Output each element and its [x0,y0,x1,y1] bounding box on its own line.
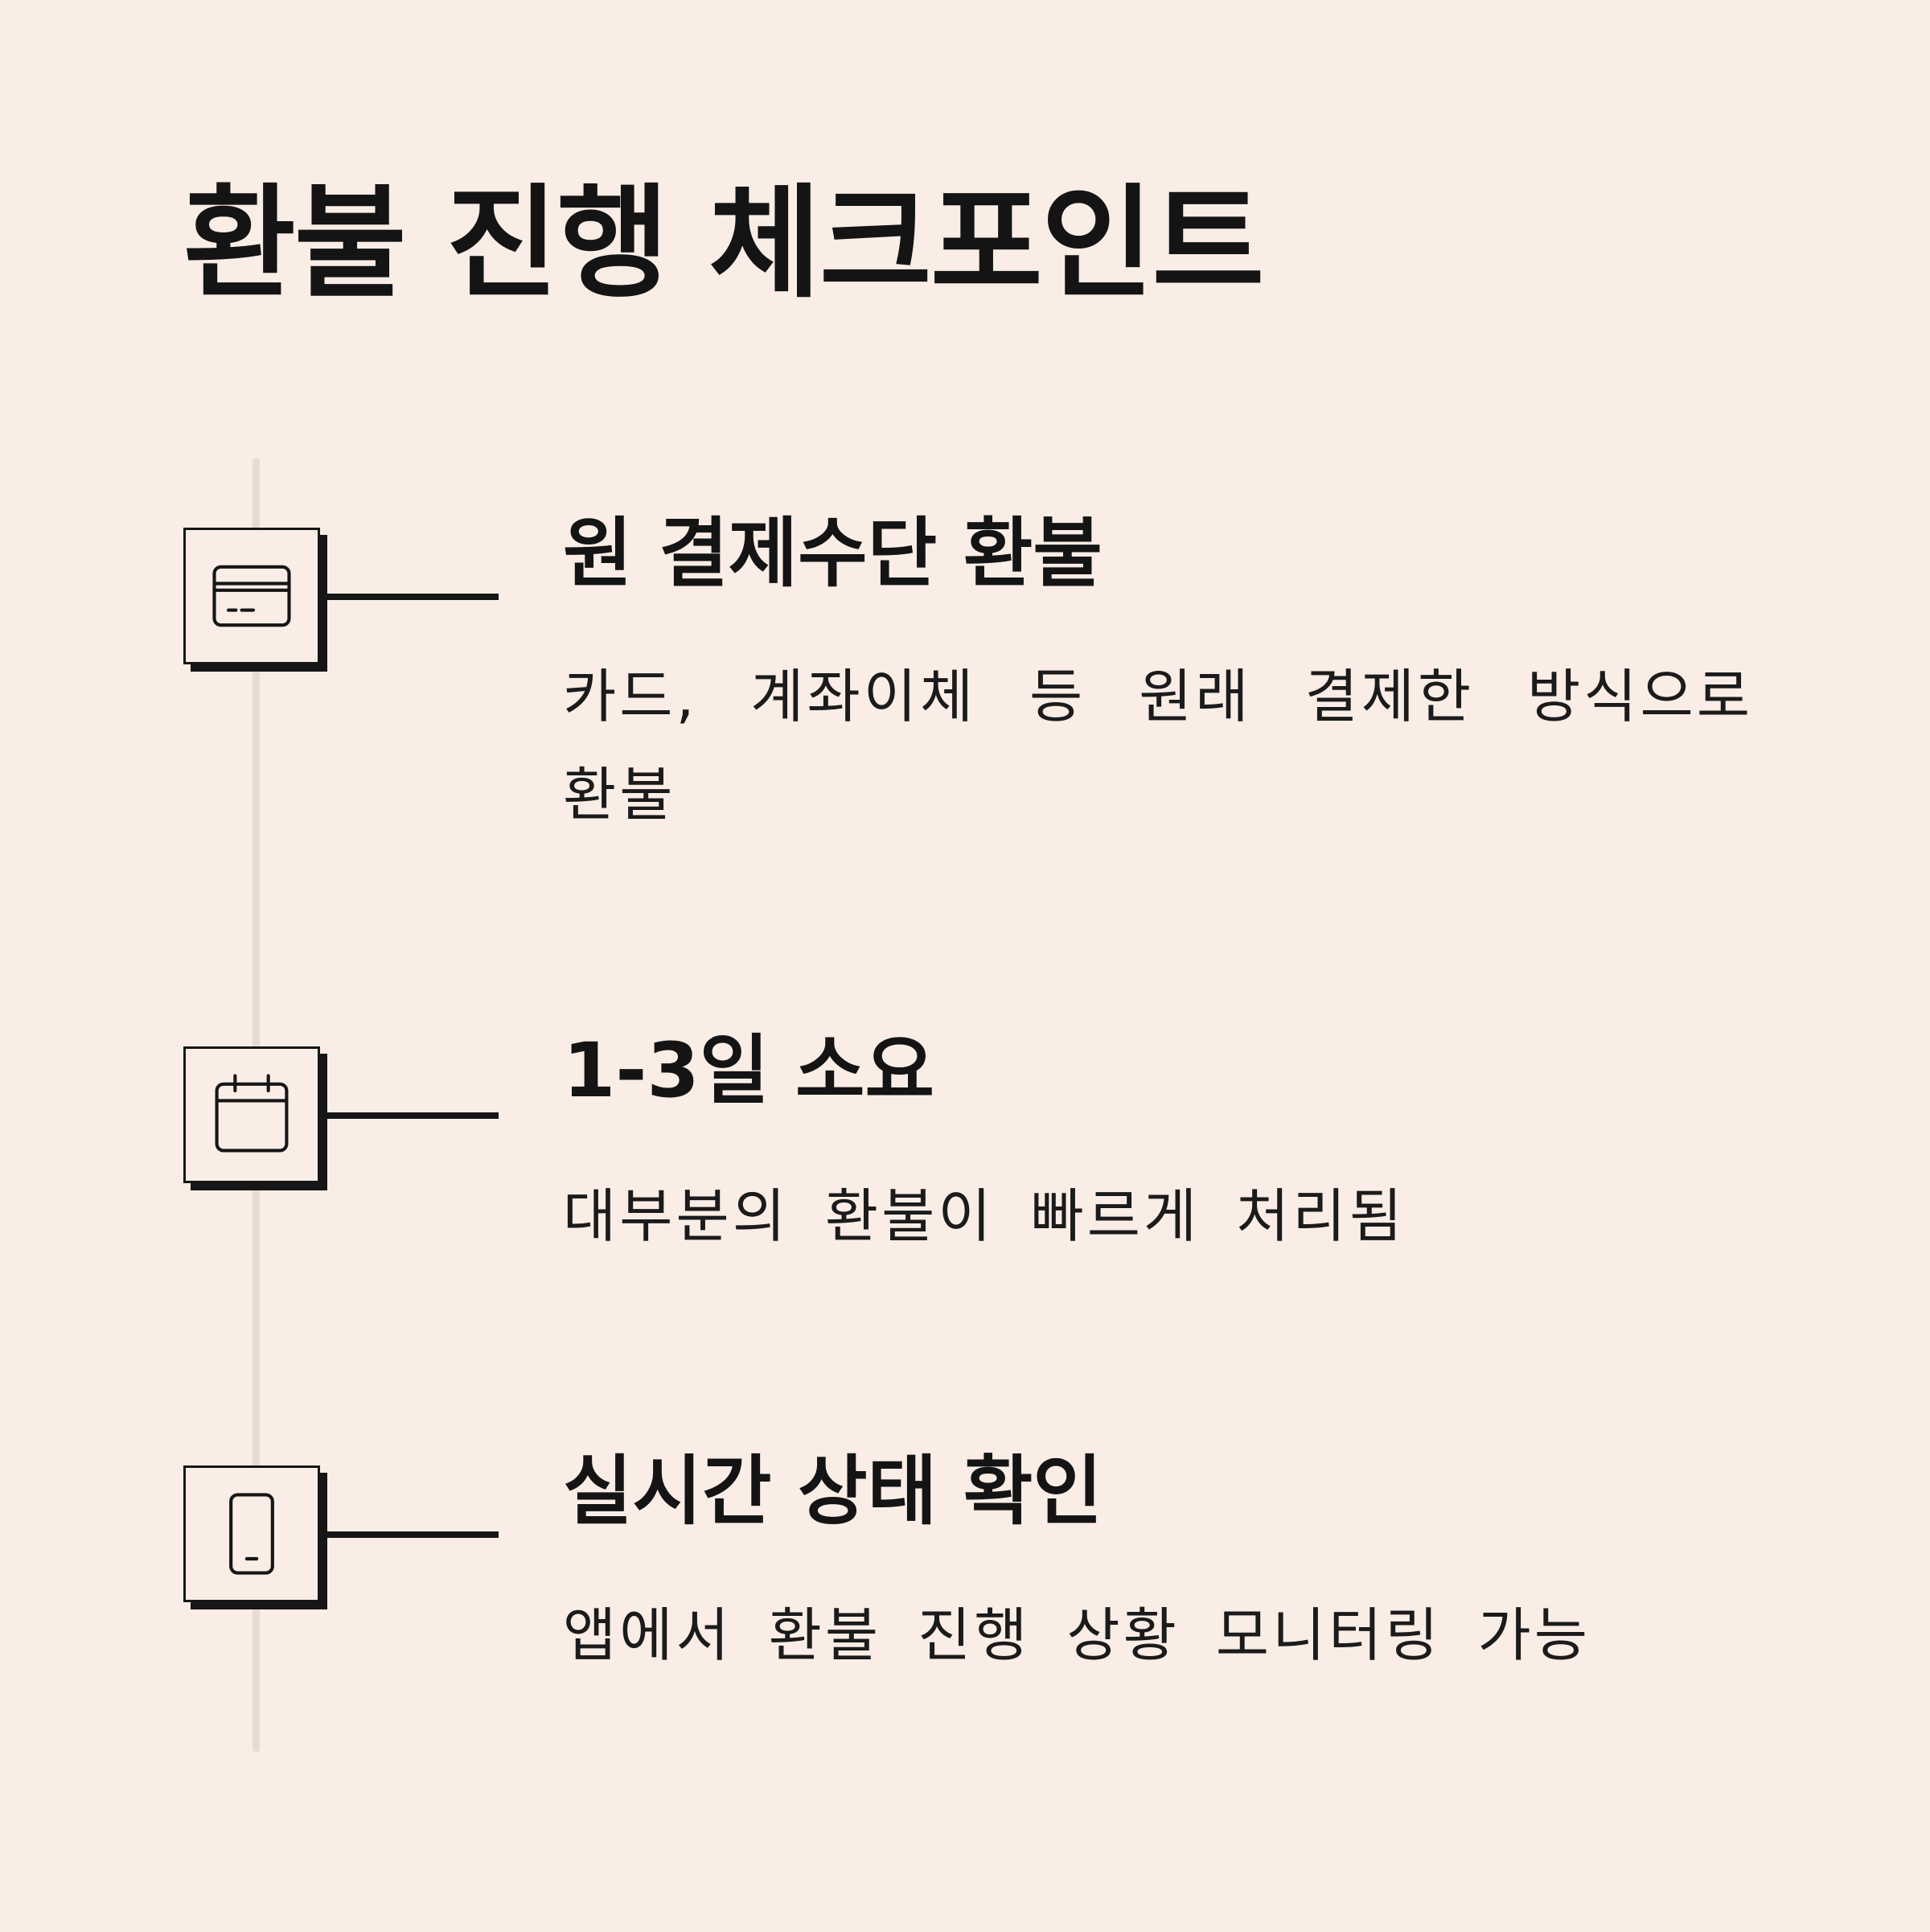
connector-line [320,594,499,600]
credit-card-icon [212,565,291,627]
checkpoint-icon-box [183,1046,320,1183]
checkpoint-title: 원 결제수단 환불 [563,510,1103,598]
smartphone-icon [229,1493,274,1575]
checkpoint-icon-box [183,1465,320,1602]
connector-line [320,1531,499,1538]
checkpoint-description: 앱에서 환불 진행 상황 모니터링 가능 [563,1601,1591,1669]
checkpoint-description: 대부분의 환불이 빠르게 처리됨 [563,1182,1406,1250]
checkpoint-icon-box [183,528,320,664]
checkpoint-title: 1-3일 소요 [563,1027,934,1115]
checkpoint-title: 실시간 상태 확인 [563,1448,1103,1535]
calendar-icon [215,1074,289,1153]
connector-line [320,1112,499,1119]
checkpoint-description: 카드, 계좌이체 등 원래 결제한 방식으로 환불 [563,663,1753,828]
page-title: 환불 진행 체크포인트 [183,172,1264,314]
